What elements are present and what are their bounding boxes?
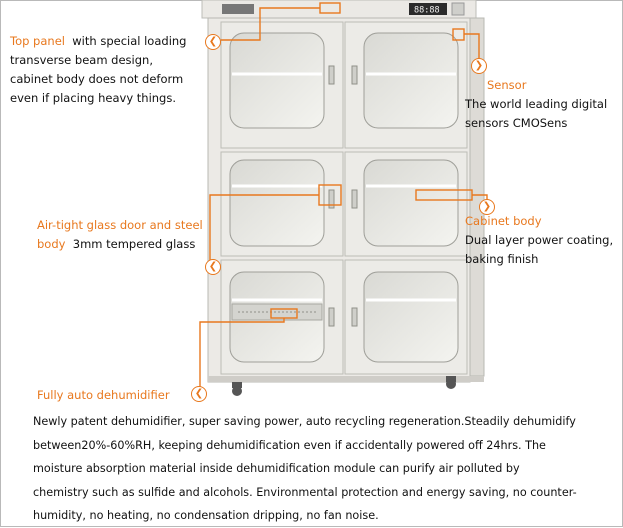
dehumidifier-chevron-left-icon: ❮	[191, 386, 207, 402]
cabinet-body-line1: Dual layer power coating,	[465, 233, 614, 247]
glass-door-callout: Air-tight glass door and steel body 3mm …	[37, 216, 203, 254]
sensor-line1: The world leading digital	[465, 97, 608, 111]
sensor-title: Sensor	[487, 78, 527, 92]
glass-door-leader-line	[209, 194, 319, 260]
dehumidifier-title: Fully auto dehumidifier	[37, 388, 170, 402]
top-panel-callout: Top panel with special loading transvers…	[10, 32, 186, 108]
description-paragraph: Newly patent dehumidifier, super saving …	[33, 410, 618, 528]
top-panel-title: Top panel	[10, 34, 65, 48]
top-panel-line4: even if placing heavy things.	[10, 91, 177, 105]
dehumidifier-callout: Fully auto dehumidifier	[37, 386, 170, 405]
glass-door-chevron-left-icon: ❮	[205, 259, 221, 275]
sensor-leader-line	[464, 33, 480, 58]
sensor-line2: sensors CMOSens	[465, 116, 568, 130]
glass-door-title-line2: body	[37, 237, 66, 251]
top-panel-line3: cabinet body does not deform	[10, 72, 184, 86]
description-line1: Newly patent dehumidifier, super saving …	[33, 415, 576, 428]
glass-door-line2: 3mm tempered glass	[72, 237, 196, 251]
sensor-chevron-right-icon: ❯	[471, 58, 487, 74]
description-line4: chemistry such as sulfide and alcohols. …	[33, 485, 577, 499]
top-panel-line2: transverse beam design,	[10, 53, 153, 67]
cabinet-body-line2: baking finish	[465, 252, 539, 266]
description-line3: moisture absorption material inside dehu…	[33, 462, 520, 476]
cabinet-body-callout: Cabinet body Dual layer power coating, b…	[465, 212, 613, 269]
brand-logo	[222, 4, 254, 14]
sensor-callout: Sensor The world leading digital sensors…	[465, 76, 607, 133]
top-panel-chevron-left-icon: ❮	[205, 34, 221, 50]
top-panel-line1: with special loading	[72, 34, 187, 48]
dehumidifier-leader-line	[199, 318, 285, 388]
glass-door-title-line1: Air-tight glass door and steel	[37, 218, 203, 232]
top-panel-leader-line	[221, 7, 320, 41]
description-line5: humidity, no heating, no condensation dr…	[33, 509, 379, 523]
display-readout: 88:88	[414, 6, 440, 16]
cabinet-body-chevron-right-icon: ❯	[479, 199, 495, 215]
description-line2: between20%-60%RH, keeping dehumidificati…	[33, 438, 546, 452]
cabinet-body-title: Cabinet body	[465, 214, 542, 228]
digital-display	[409, 3, 447, 15]
